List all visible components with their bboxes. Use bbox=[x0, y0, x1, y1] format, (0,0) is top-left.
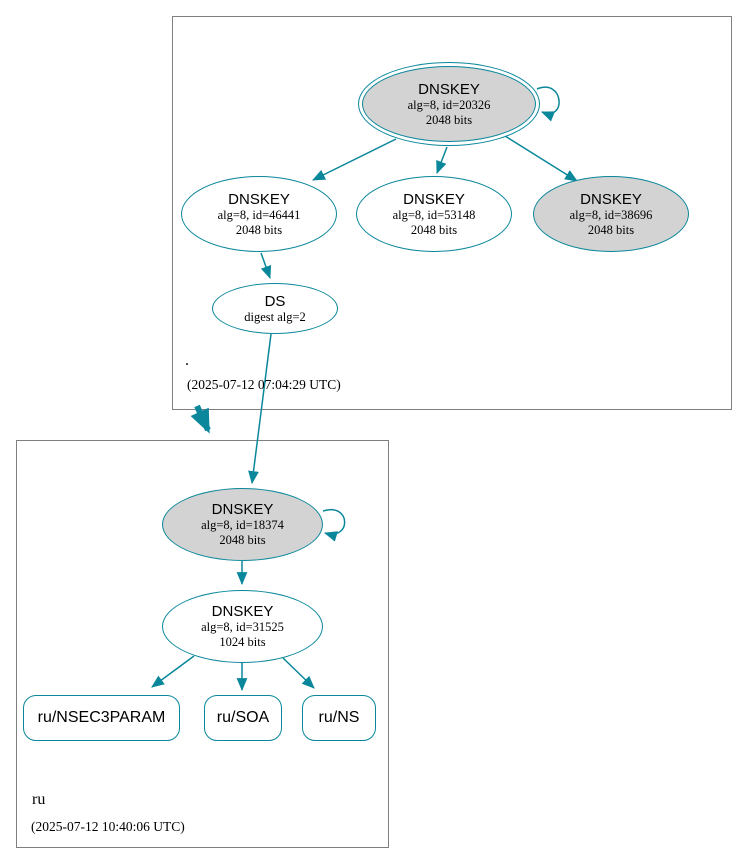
node-bits: 2048 bits bbox=[410, 222, 458, 237]
dnskey-53148-node[interactable]: DNSKEY alg=8, id=53148 2048 bits bbox=[356, 176, 512, 252]
dnskey-ksk-20326-inner: DNSKEY alg=8, id=20326 2048 bits bbox=[362, 66, 536, 142]
node-title: DNSKEY bbox=[403, 190, 465, 208]
rrset-label: ru/SOA bbox=[216, 709, 270, 726]
dnskey-38696-node[interactable]: DNSKEY alg=8, id=38696 2048 bits bbox=[533, 176, 689, 252]
zone-name-label-root: . bbox=[185, 352, 189, 369]
node-title: DNSKEY bbox=[211, 603, 274, 620]
node-title: DNSKEY bbox=[228, 190, 290, 208]
node-bits: 1024 bits bbox=[219, 635, 266, 649]
node-title: DNSKEY bbox=[418, 80, 480, 98]
zone-name-label-ru: ru bbox=[32, 791, 46, 808]
ds-node[interactable]: DS digest alg=2 bbox=[212, 283, 338, 334]
dnskey-ksk-18374-node[interactable]: DNSKEY alg=8, id=18374 2048 bits bbox=[162, 488, 323, 561]
node-bits: 2048 bits bbox=[587, 222, 635, 237]
node-algid: alg=8, id=20326 bbox=[407, 97, 491, 112]
node-algid: alg=8, id=46441 bbox=[217, 207, 301, 222]
node-algid: alg=8, id=31525 bbox=[201, 620, 284, 634]
dnskey-31525-node[interactable]: DNSKEY alg=8, id=31525 1024 bits bbox=[162, 590, 323, 663]
rrset-soa-node[interactable]: ru/SOA bbox=[204, 695, 282, 741]
node-algid: alg=8, id=38696 bbox=[569, 207, 653, 222]
node-algid: alg=8, id=18374 bbox=[201, 518, 284, 532]
zone-timestamp-root: (2025-07-12 07:04:29 UTC) bbox=[187, 377, 341, 392]
node-bits: 2048 bits bbox=[425, 112, 473, 127]
dnskey-ksk-20326-node[interactable]: DNSKEY alg=8, id=20326 2048 bits bbox=[358, 62, 540, 146]
rrset-label: ru/NSEC3PARAM bbox=[37, 709, 166, 726]
rrset-label: ru/NS bbox=[318, 709, 360, 726]
rrset-ns-node[interactable]: ru/NS bbox=[302, 695, 376, 741]
dnskey-46441-node[interactable]: DNSKEY alg=8, id=46441 2048 bits bbox=[181, 176, 337, 252]
zone-timestamp-ru: (2025-07-12 10:40:06 UTC) bbox=[31, 819, 185, 834]
node-title: DS bbox=[264, 292, 286, 310]
node-bits: 2048 bits bbox=[235, 222, 283, 237]
node-title: DNSKEY bbox=[211, 501, 274, 518]
node-title: DNSKEY bbox=[580, 190, 642, 208]
node-algid: alg=8, id=53148 bbox=[392, 207, 476, 222]
zone-cluster-root bbox=[172, 16, 732, 410]
node-algid: digest alg=2 bbox=[244, 309, 306, 324]
rrset-nsec3param-node[interactable]: ru/NSEC3PARAM bbox=[23, 695, 180, 741]
node-bits: 2048 bits bbox=[219, 533, 266, 547]
zone-cluster-ru bbox=[16, 440, 389, 848]
